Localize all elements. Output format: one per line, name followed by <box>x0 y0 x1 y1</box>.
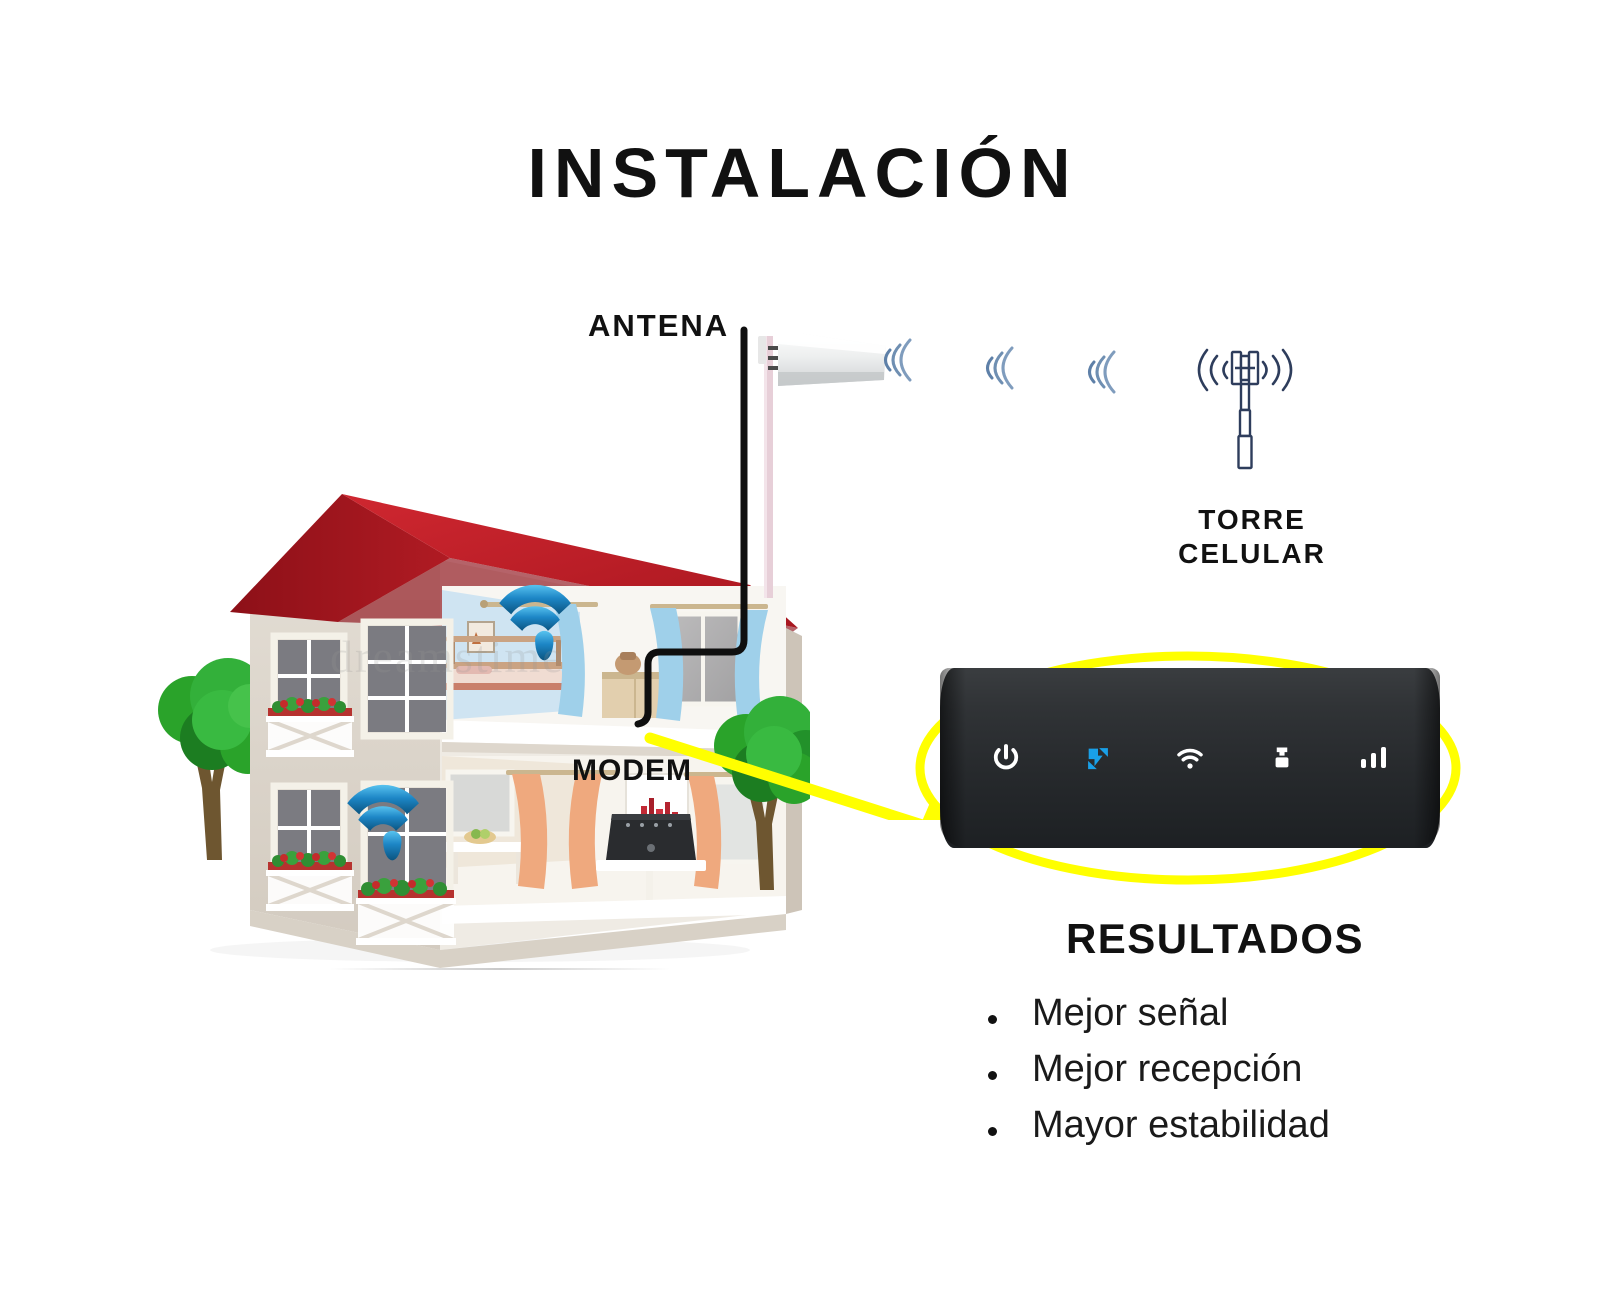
list-item-label: Mejor recepción <box>1032 1048 1303 1090</box>
router-body <box>940 668 1440 848</box>
results-block: RESULTADOS Mejor señal Mejor recepción M… <box>950 915 1470 1153</box>
ethernet-port-icon <box>1265 741 1299 775</box>
results-title: RESULTADOS <box>1065 915 1365 962</box>
bullet-icon <box>988 1015 997 1024</box>
antenna-assembly <box>700 300 900 700</box>
list-item-label: Mayor estabilidad <box>1032 1104 1330 1146</box>
modem-device <box>606 814 696 860</box>
list-item: Mayor estabilidad <box>960 1097 1470 1153</box>
signal-waves-1 <box>884 338 912 382</box>
modem-label: MODEM <box>572 754 692 787</box>
highlight-ellipse <box>915 651 1461 885</box>
bullet-icon <box>988 1071 997 1080</box>
page-title: INSTALACIÓN <box>527 134 1078 212</box>
list-item: Mejor recepción <box>960 1041 1470 1097</box>
cell-tower-icon <box>1175 330 1315 490</box>
wifi-icon <box>1173 741 1207 775</box>
router-led-row <box>940 668 1440 848</box>
signal-waves-2 <box>986 346 1014 390</box>
torre-celular-line-2: CELULAR <box>1178 538 1326 569</box>
router-closeup <box>900 640 1500 900</box>
ground-shadow-line <box>330 968 670 970</box>
results-list: Mejor señal Mejor recepción Mayor estabi… <box>950 985 1470 1153</box>
antena-label: ANTENA <box>588 308 730 343</box>
antenna-mast <box>764 336 773 598</box>
bullet-icon <box>988 1127 997 1136</box>
wifi-icon-upper <box>499 584 571 661</box>
power-icon <box>989 741 1023 775</box>
signal-waves-3 <box>1088 350 1116 394</box>
wifi-icon-lower <box>347 784 419 861</box>
data-network-icon <box>1081 741 1115 775</box>
torre-celular-line-1: TORRE <box>1198 504 1306 535</box>
list-item: Mejor señal <box>960 985 1470 1041</box>
torre-celular-label: TORRE CELULAR <box>1132 503 1372 571</box>
list-item-label: Mejor señal <box>1032 992 1229 1034</box>
signal-bars-icon <box>1357 741 1391 775</box>
facade-windows <box>266 618 456 945</box>
